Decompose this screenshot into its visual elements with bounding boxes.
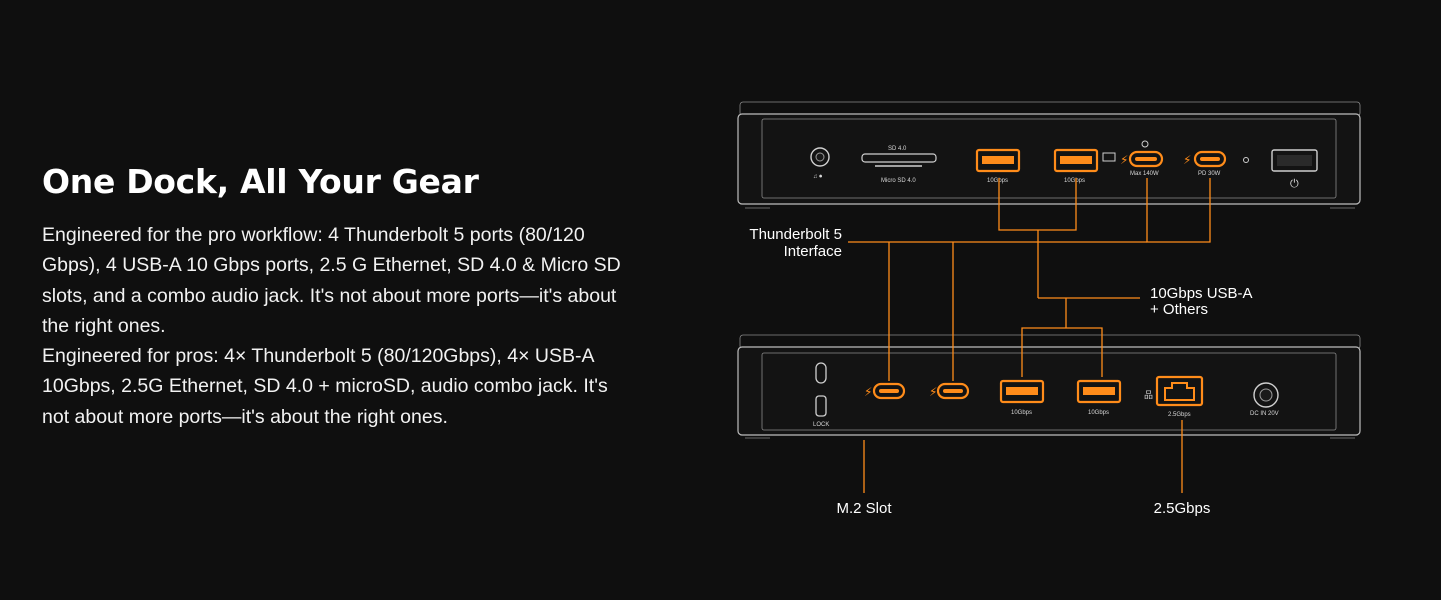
lock-slot: LOCK xyxy=(813,362,829,428)
thunderbolt-rear-port-2: ⚡ xyxy=(929,382,970,400)
front-dock: ♫ ⏺ SD 4.0 Micro SD 4.0 10Gbps 10Gbps ⚡ xyxy=(737,101,1361,209)
paragraph-2: Engineered for pros: 4× Thunderbolt 5 (8… xyxy=(42,345,608,428)
marketing-copy: One Dock, All Your Gear Engineered for t… xyxy=(42,160,632,432)
usb-a-port-front-1: 10Gbps xyxy=(975,148,1021,184)
sd-slot-label: SD 4.0 xyxy=(888,146,907,152)
ethernet-port: 品 2.5Gbps xyxy=(1144,375,1204,418)
callout-lines xyxy=(848,178,1211,493)
svg-text:⚡: ⚡ xyxy=(864,385,872,399)
headline: One Dock, All Your Gear xyxy=(42,162,479,201)
thunderbolt-callout-line2: Interface xyxy=(784,243,842,260)
tb-pd-label: PD 30W xyxy=(1198,171,1221,177)
usb-a-rear-1-label: 10Gbps xyxy=(1011,410,1032,416)
usb-a-rear-2-label: 10Gbps xyxy=(1088,410,1109,416)
dc-in-jack: DC IN 20V xyxy=(1250,382,1279,417)
usba-callout-line2: + Others xyxy=(1150,301,1208,318)
usb-a-port-rear-1: 10Gbps xyxy=(999,379,1045,416)
microsd-slot-label: Micro SD 4.0 xyxy=(881,178,916,184)
usba-callout-line1: 10Gbps USB-A xyxy=(1150,285,1253,302)
dc-in-label: DC IN 20V xyxy=(1250,411,1279,417)
ethernet-port-label: 2.5Gbps xyxy=(1168,412,1191,418)
thunderbolt-host-port: ⚡ Max 140W xyxy=(1102,140,1164,177)
power-button-icon: ⏻ xyxy=(1271,149,1318,190)
audio-jack-icon: ♫ ⏺ xyxy=(810,147,830,180)
svg-text:♫ ⏺: ♫ ⏺ xyxy=(813,174,822,180)
rear-dock: LOCK ⚡ ⚡ 10Gbps 10Gbps 品 2.5Gbps xyxy=(737,334,1361,439)
lock-label: LOCK xyxy=(813,422,829,428)
tb-host-label: Max 140W xyxy=(1130,171,1159,177)
svg-text:⚡: ⚡ xyxy=(1120,153,1128,167)
usb-a-front-2-label: 10Gbps xyxy=(1064,178,1085,184)
svg-text:⏻: ⏻ xyxy=(1290,177,1299,190)
usb-a-front-1-label: 10Gbps xyxy=(987,178,1008,184)
thunderbolt-rear-port-1: ⚡ xyxy=(864,382,906,400)
paragraph-1: Engineered for the pro workflow: 4 Thund… xyxy=(42,224,621,337)
m2-slot-callout: M.2 Slot xyxy=(836,500,892,517)
ethernet-callout: 2.5Gbps xyxy=(1154,500,1211,517)
svg-text:⚡: ⚡ xyxy=(929,385,937,399)
svg-text:品: 品 xyxy=(1144,390,1153,401)
usb-a-port-front-2: 10Gbps xyxy=(1053,148,1099,184)
svg-text:⚡: ⚡ xyxy=(1183,153,1191,167)
thunderbolt-pd-port: ⚡ PD 30W xyxy=(1183,150,1227,177)
thunderbolt-callout-line1: Thunderbolt 5 xyxy=(749,226,842,243)
sd-card-slot: SD 4.0 Micro SD 4.0 xyxy=(861,146,937,184)
usb-a-port-rear-2: 10Gbps xyxy=(1076,379,1122,416)
